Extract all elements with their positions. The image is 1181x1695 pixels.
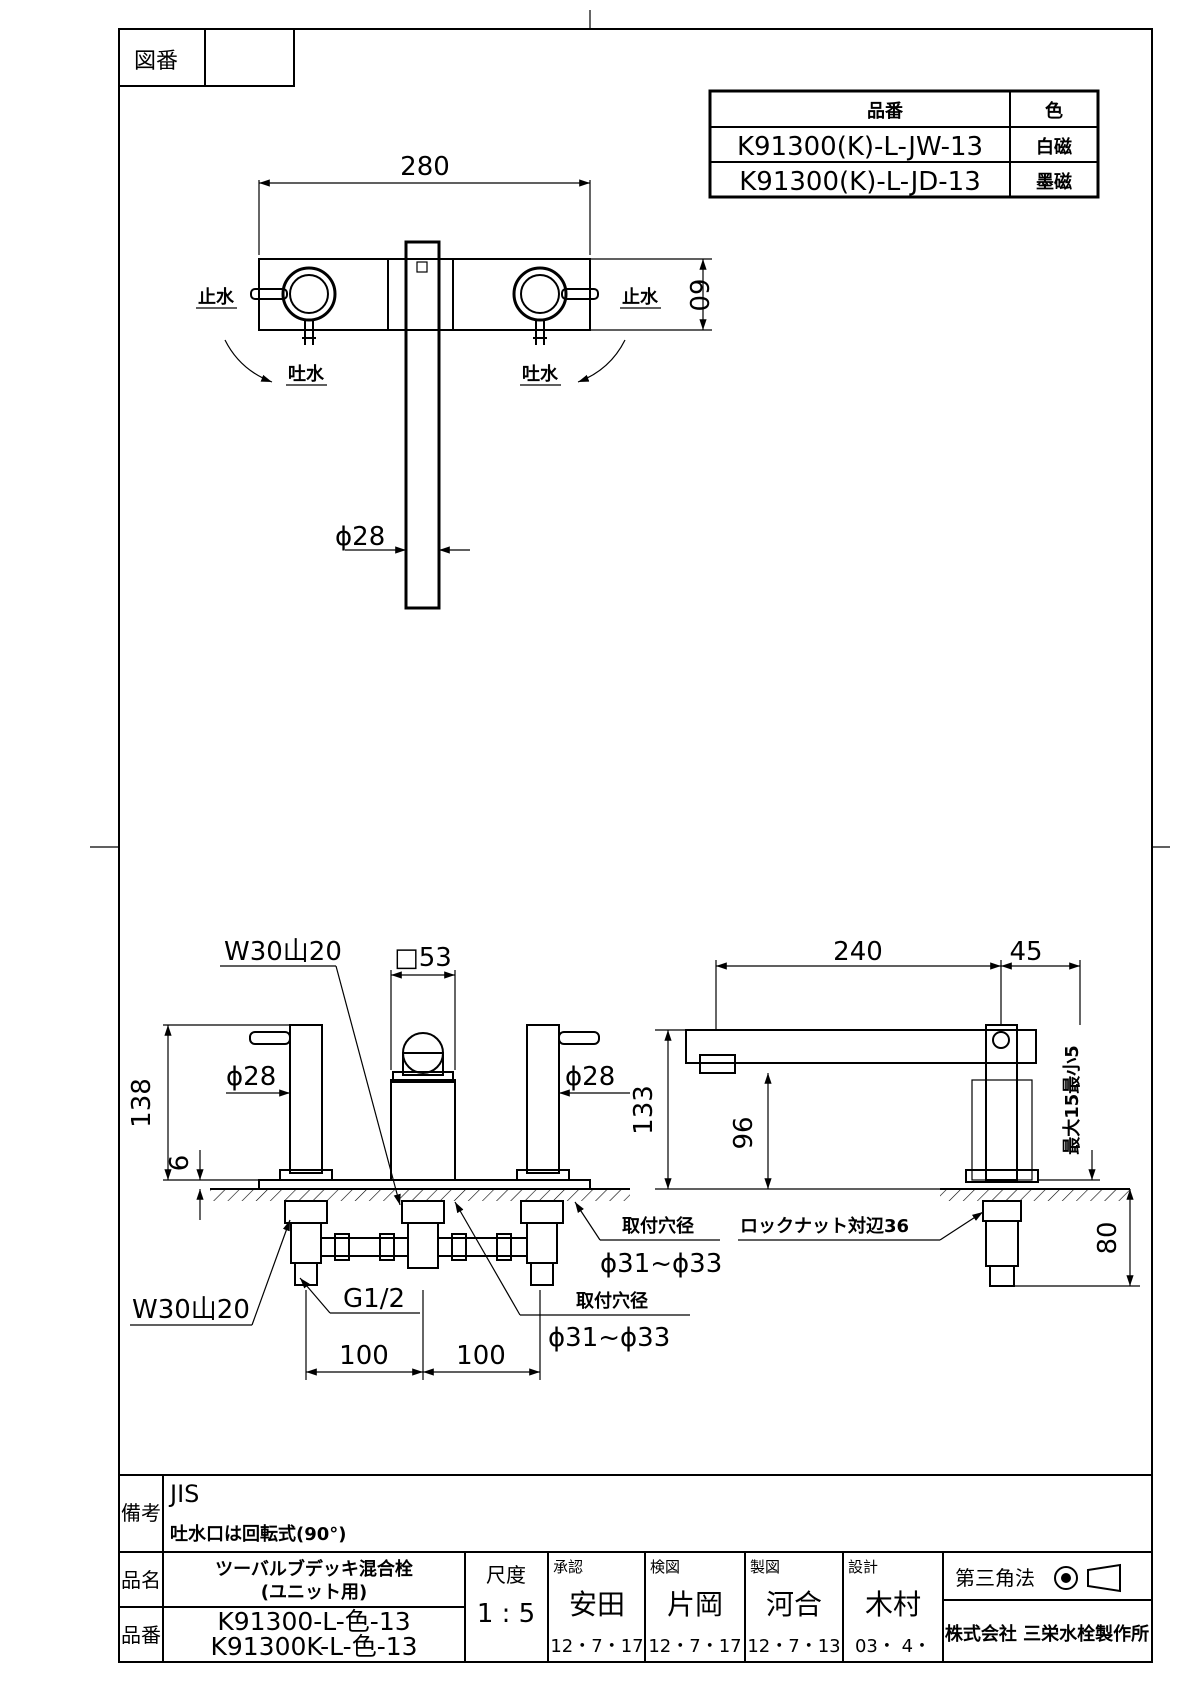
side-height-total: 133: [629, 1085, 659, 1135]
front-pipe-thread: G1/2: [343, 1284, 405, 1314]
front-dia-left: ϕ28: [226, 1062, 276, 1092]
top-spout-dia: ϕ28: [335, 522, 385, 552]
title-approve-name: 安田: [569, 1588, 625, 1621]
front-mount-size-1: ϕ31~ϕ33: [600, 1249, 722, 1279]
drawing-number-box: 図番: [118, 28, 295, 87]
title-name-line-1: ツーバルブデッキ混合栓: [215, 1558, 413, 1580]
parts-row-1-part: K91300(K)-L-JW-13: [737, 132, 983, 162]
top-stop-left: 止水: [198, 286, 235, 308]
parts-row-2-part: K91300(K)-L-JD-13: [739, 167, 981, 197]
top-width-dim: 280: [400, 152, 450, 182]
front-height-total: 138: [127, 1078, 157, 1128]
title-projection: 第三角法: [955, 1566, 1035, 1590]
side-spout-length: 240: [833, 937, 883, 967]
title-check-label: 検図: [650, 1558, 680, 1576]
front-mount-label-1: 取付穴径: [622, 1215, 694, 1237]
parts-header-part: 品番: [867, 101, 904, 122]
title-draw-label: 製図: [750, 1558, 780, 1576]
title-design-date: 03・ 4・: [855, 1636, 931, 1657]
front-thread-bottom: W30山20: [132, 1295, 250, 1325]
title-design-label: 設計: [848, 1558, 878, 1576]
notes-block: 備考 JIS 吐水口は回転式(90°): [119, 1474, 1152, 1553]
front-height-base: 6: [165, 1155, 195, 1172]
top-stop-right: 止水: [622, 286, 659, 308]
side-below: 80: [1093, 1221, 1123, 1254]
top-spout-left: 吐水: [288, 363, 325, 385]
title-name-line-2: (ユニット用): [261, 1582, 367, 1603]
parts-row-1-color: 白磁: [1036, 136, 1072, 158]
front-pitch-left: 100: [339, 1341, 389, 1371]
front-thread-top: W30山20: [224, 937, 342, 967]
projection-symbol-icon: [1054, 1563, 1121, 1593]
front-mount-label-2: 取付穴径: [576, 1290, 648, 1312]
notes-line-2: 吐水口は回転式(90°): [170, 1523, 347, 1545]
parts-header-color: 色: [1045, 100, 1063, 122]
front-pitch-right: 100: [456, 1341, 506, 1371]
sheet-border: [118, 28, 1153, 1663]
side-view: 240 45 133 96 最大15最小5 80 ロックナット対辺36: [629, 937, 1140, 1287]
title-name-label: 品名: [121, 1568, 161, 1592]
title-design-name: 木村: [865, 1588, 921, 1621]
title-scale-label: 尺度: [486, 1563, 526, 1587]
title-number-label: 品番: [121, 1623, 161, 1647]
parts-table: 品番 色 K91300(K)-L-JW-13 白磁 K91300(K)-L-JD…: [708, 89, 1100, 199]
front-view: 138 6 ϕ28 ϕ28 □53 W30山20 W30山20 G1/2 取付穴…: [127, 937, 722, 1380]
top-view: 280 60 ϕ28 止水 止水: [196, 152, 713, 610]
front-square: □53: [394, 943, 452, 973]
title-check-date: 12・7・17: [648, 1636, 741, 1657]
title-draw-name: 河合: [766, 1588, 822, 1621]
notes-label: 備考: [121, 1501, 161, 1525]
title-approve-label: 承認: [553, 1558, 583, 1576]
side-thickness: 最大15最小5: [1061, 1045, 1083, 1155]
title-number-line-2: K91300K-L-色-13: [210, 1632, 417, 1661]
drawing-number-label: 図番: [134, 49, 178, 74]
side-locknut: ロックナット対辺36: [740, 1215, 909, 1237]
title-number-line-1: K91300-L-色-13: [217, 1607, 410, 1636]
side-spout-height: 96: [729, 1116, 759, 1149]
title-company: 株式会社 三栄水栓製作所: [945, 1623, 1149, 1645]
title-approve-date: 12・7・17: [550, 1636, 643, 1657]
front-mount-size-2: ϕ31~ϕ33: [548, 1323, 670, 1353]
top-height-dim: 60: [683, 278, 713, 311]
side-offset: 45: [1009, 937, 1042, 967]
title-check-name: 片岡: [667, 1588, 723, 1621]
top-spout-right: 吐水: [522, 363, 559, 385]
title-draw-date: 12・7・13: [747, 1636, 840, 1657]
title-block: 品名 ツーバルブデッキ混合栓 (ユニット用) 品番 K91300-L-色-13 …: [119, 1552, 1152, 1662]
title-scale: 1 : 5: [477, 1599, 535, 1629]
front-dia-right: ϕ28: [565, 1062, 615, 1092]
parts-row-2-color: 墨磁: [1036, 171, 1072, 193]
notes-line-1: JIS: [168, 1480, 199, 1508]
